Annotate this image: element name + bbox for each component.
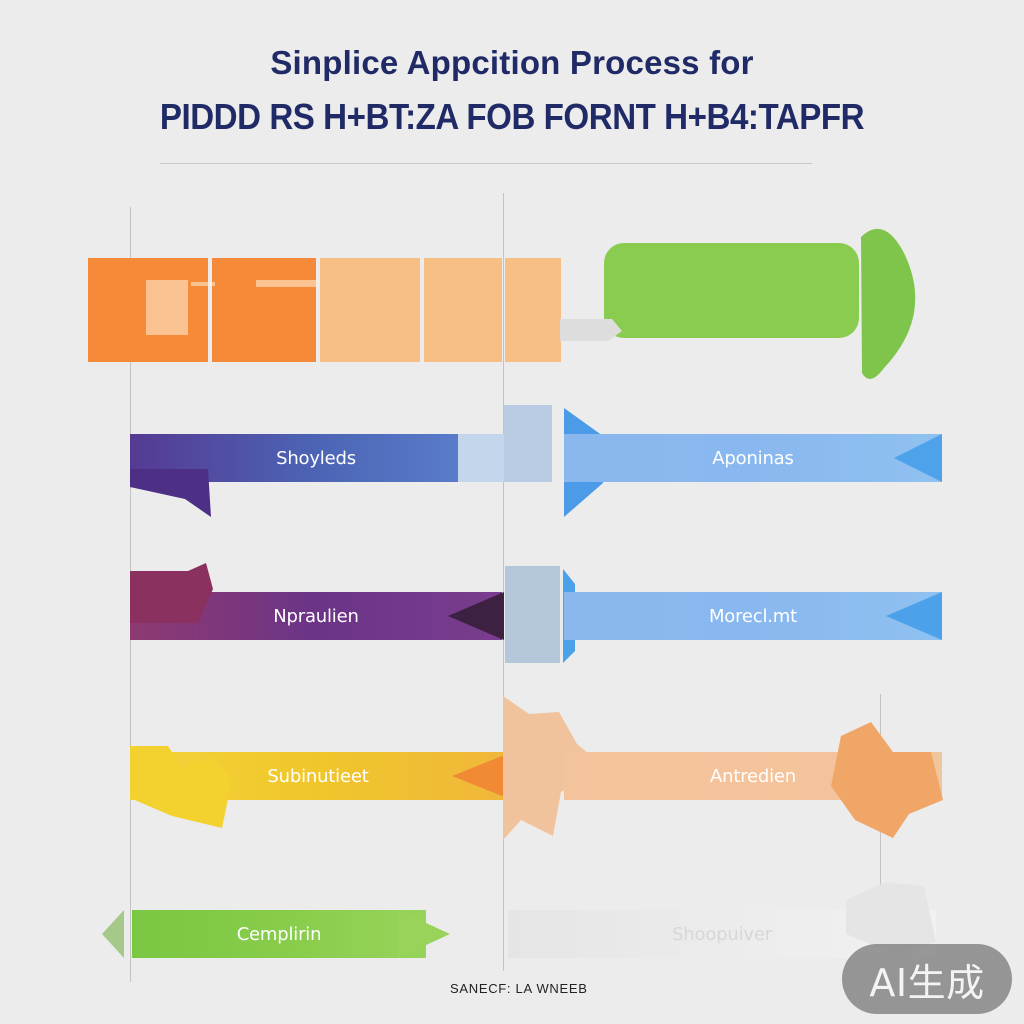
- step-left-2-tab: [130, 563, 213, 623]
- step-left-3-label: Subinutieet: [267, 765, 369, 787]
- step-right-4-fade: [846, 882, 936, 954]
- footer-caption: SANECF: LA WNEEB: [450, 981, 588, 996]
- step-left-4-cap: [102, 910, 124, 958]
- step-right-2-label: Morecl.mt: [708, 605, 798, 627]
- green-arrow-shape: [604, 228, 916, 379]
- step-left-1-tab: [130, 469, 211, 517]
- step-left-1-label: Shoyleds: [276, 447, 356, 469]
- top-block-detail-2: [191, 282, 215, 286]
- top-block-detail-3: [256, 280, 318, 287]
- page-title-line-2: PIDDD RS H+BT:ZA FOB FORNT H+B4:TAPFR: [159, 96, 865, 137]
- step-right-1-label: Aponinas: [712, 447, 794, 469]
- step-right-4-label: Shoopuiver: [672, 923, 772, 945]
- top-block-2: [212, 258, 316, 362]
- top-block-detail-1: [146, 280, 188, 335]
- step-left-4-label: Cemplirin: [236, 923, 322, 945]
- step-right-3-accent: [831, 722, 943, 838]
- guide-line-center: [503, 193, 504, 971]
- step-center-3-connector: [503, 696, 603, 840]
- top-block-4: [424, 258, 502, 362]
- step-left-2-label: Npraulien: [273, 605, 359, 627]
- top-block-3: [320, 258, 420, 362]
- step-left-4-arrowhead: [398, 910, 450, 958]
- step-left-3-arrowhead: [452, 752, 512, 800]
- top-block-5: [505, 258, 561, 362]
- step-right-3-label: Antredien: [710, 765, 796, 787]
- step-left-3-accent: [130, 746, 232, 828]
- ai-generated-badge: AI生成: [842, 944, 1012, 1014]
- step-right-2[interactable]: Morecl.mt: [564, 592, 942, 640]
- step-left-2-arrowhead: [448, 592, 504, 640]
- step-right-1-arrowhead: [894, 434, 942, 482]
- step-left-4[interactable]: Cemplirin: [132, 910, 426, 958]
- step-right-1[interactable]: Aponinas: [564, 434, 942, 482]
- title-divider: [160, 163, 812, 164]
- page-title-line-1: Sinplice Appcition Process for: [270, 44, 754, 81]
- ai-generated-badge-text: AI生成: [869, 960, 985, 1005]
- step-right-2-arrowhead: [886, 592, 942, 640]
- gray-connector: [560, 319, 622, 341]
